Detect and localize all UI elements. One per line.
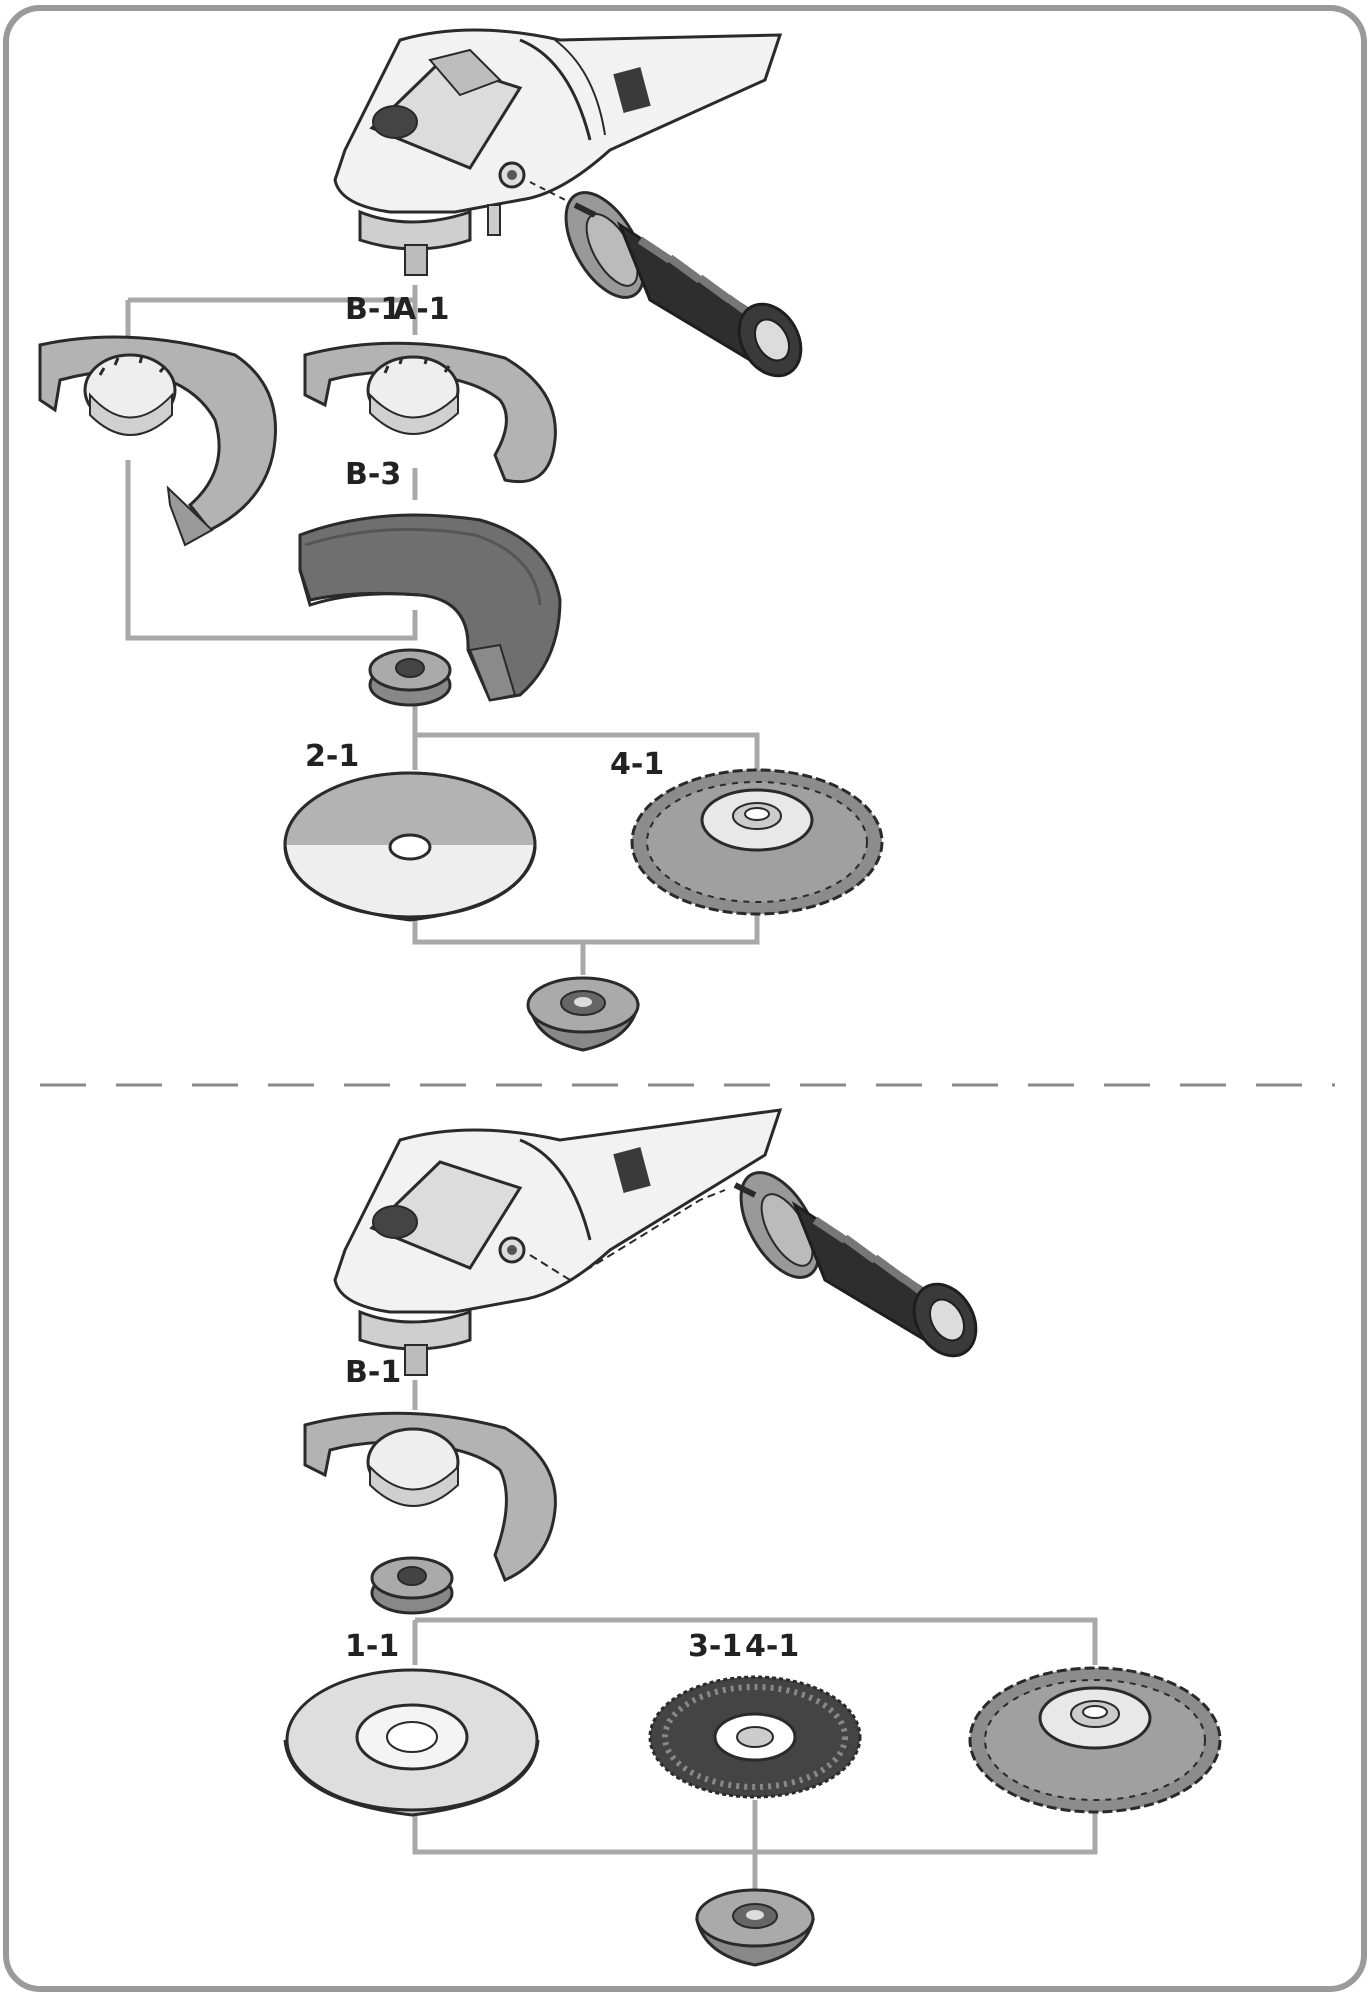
- angle-grinder-icon: [333, 28, 783, 276]
- guard-icon: [303, 1411, 557, 1583]
- guard-icon: [303, 341, 557, 484]
- lock-nut-icon: [695, 1888, 815, 1967]
- label-3-1: 3-1: [688, 1629, 743, 1664]
- label-b1-bottom: B-1: [345, 1355, 402, 1390]
- lock-nut-icon: [526, 976, 640, 1052]
- label-1-1: 1-1: [345, 1629, 400, 1664]
- cut-off-disc-icon: [283, 771, 537, 922]
- label-a1: A-1: [393, 292, 450, 327]
- flap-disc-icon: [648, 1675, 862, 1799]
- outer-frame: [3, 5, 1367, 1992]
- grinding-disc-icon: [283, 1668, 540, 1817]
- label-4-1: 4-1: [610, 747, 665, 782]
- flange-icon: [370, 1556, 454, 1615]
- cutting-guard-icon: [298, 513, 562, 702]
- connector-lines-top: [125, 285, 760, 975]
- label-4-1-bottom: 4-1: [745, 1629, 800, 1664]
- label-b1: B-1: [345, 292, 402, 327]
- side-handle-icon: [733, 1171, 978, 1358]
- flange-icon: [368, 648, 452, 707]
- label-b3: B-3: [345, 457, 402, 492]
- angle-grinder-icon: [333, 1108, 783, 1376]
- side-handle-icon: [564, 191, 803, 378]
- guard-icon: [38, 335, 277, 547]
- wire-brush-icon: [968, 1666, 1222, 1814]
- top-assembly: [38, 28, 884, 1052]
- handle-axis: [529, 1189, 726, 1282]
- connector-lines-bottom: [412, 1380, 1098, 1930]
- wire-brush-icon: [630, 768, 884, 916]
- label-2-1: 2-1: [305, 739, 360, 774]
- bottom-assembly: [283, 1108, 1222, 1967]
